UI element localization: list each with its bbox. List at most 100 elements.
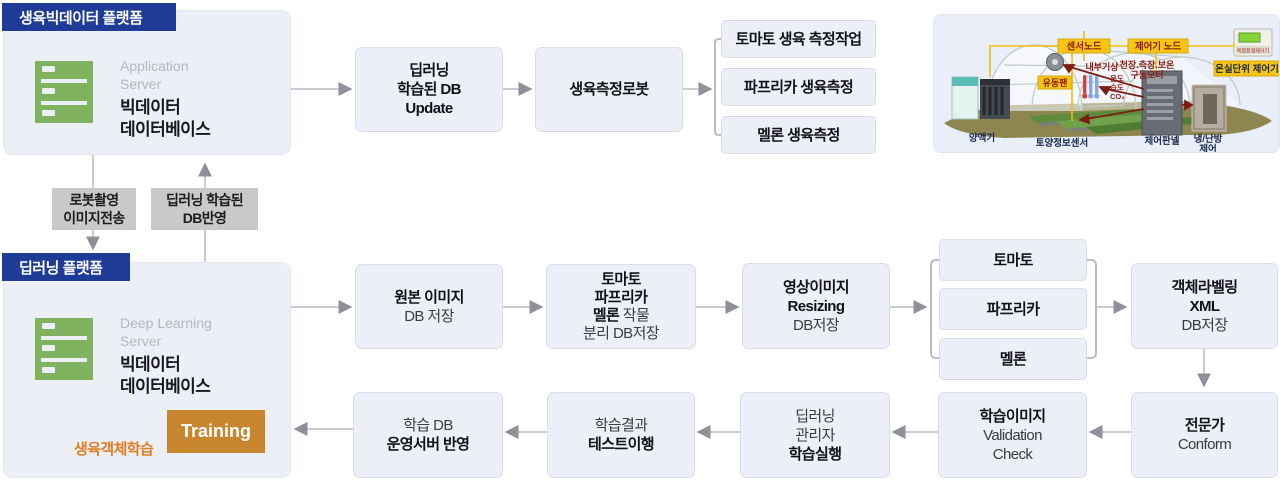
flow-box-measure-paprika: 파프리카 생육측정: [721, 68, 876, 106]
text-line: 멜론 작물: [592, 306, 650, 325]
bracket-measure-boxes: [714, 38, 721, 136]
text-line: Update: [405, 100, 453, 117]
server-name-label: 빅데이터 데이터베이스: [120, 98, 211, 139]
bigdata-platform-title: 생육빅데이터 플랫폼: [19, 9, 143, 27]
text-line: 파프리카 생육측정: [743, 78, 854, 96]
text-line: 토마토: [993, 251, 1033, 269]
text-line: Conform: [1177, 436, 1232, 453]
motor-label-line2: 구동모터: [1130, 69, 1163, 80]
controller-node-label-box: [1127, 38, 1189, 54]
flow-box-resizing: 영상이미지 Resizing DB저장: [742, 263, 890, 349]
indoor-weather-label: 내부기상: [1085, 61, 1119, 72]
training-box: Training: [167, 410, 265, 453]
greenhouse-labels: 센서노드 제어기 노드 온실단위 제어기 유동팬 내부기상 천장.측장.보온 구…: [969, 38, 1279, 153]
motor-label-line1: 천장.측장.보온: [1120, 59, 1175, 70]
flow-box-measure-melon: 멜론 생육측정: [721, 116, 876, 154]
text-line: 학습실행: [788, 445, 842, 463]
hvac-label-line2: 제어: [1199, 143, 1216, 153]
text-line: 영상이미지: [782, 278, 850, 296]
text-line: 운영서버 반영: [386, 436, 470, 453]
text-line: 멜론: [999, 350, 1027, 368]
text-line: 생육측정로봇: [569, 81, 649, 98]
server-icon: [35, 318, 93, 380]
text-line: XML: [1189, 297, 1220, 315]
server-type-label: Deep Learning Server: [120, 315, 212, 349]
humidity-label: 습도: [1110, 82, 1124, 92]
flow-box-crop-tomato: 토마토: [939, 239, 1087, 281]
server-icon: [35, 61, 93, 123]
fan-label: 유동팬: [1043, 77, 1068, 88]
flow-box-object-labeling: 객체라벨링 XML DB저장: [1131, 263, 1278, 349]
text-line: Resizing: [787, 297, 845, 315]
greenhouse-illustration: 복합환경제어기 센서노드: [944, 28, 1279, 153]
nutrient-label: 양액기: [969, 132, 995, 144]
text-line: 테스트이행: [587, 436, 655, 453]
hvac-photo: [1191, 84, 1227, 132]
text-line: 딥러닝: [409, 62, 449, 79]
bracket-crops-left: [930, 259, 939, 359]
server-name-label: 빅데이터 데이터베이스: [120, 355, 211, 396]
control-panel-cabinet: [1141, 70, 1183, 136]
text-line: 전문가: [1184, 417, 1225, 434]
sensor-node-label: 센서노드: [1067, 41, 1102, 53]
unit-controller-label: 온실단위 제어기: [1215, 63, 1279, 75]
text-line: DB저장: [1181, 316, 1228, 334]
text-line: 파프리카: [986, 300, 1040, 318]
flow-box-deploy-db: 학습 DB 운영서버 반영: [353, 392, 503, 478]
server-type-label: Application Server: [120, 58, 189, 92]
flow-box-dl-db-update: 딥러닝 학습된 DB Update: [355, 47, 503, 132]
text-line: DB저장: [792, 316, 840, 334]
fan-label-box: [1037, 75, 1073, 90]
bracket-crops-right: [1087, 259, 1097, 359]
temp-label: 온도: [1110, 74, 1124, 83]
flow-box-original-image: 원본 이미지 DB 저장: [355, 264, 503, 349]
flow-box-measure-robot: 생육측정로봇: [535, 47, 683, 132]
flow-box-measure-tomato: 토마토 생육 측정작업: [721, 20, 876, 58]
text-line: Validation: [983, 426, 1042, 444]
text-line: 파프리카: [594, 288, 648, 306]
bigdata-server-text: Application Server 빅데이터 데이터베이스: [120, 57, 211, 141]
deep-learning-platform-header: 딥러닝 플랫폼: [2, 253, 130, 281]
nutrient-machine: [951, 76, 1010, 120]
gray-flow-arrows: [86, 82, 1211, 439]
text-line: 객체라벨링: [1171, 278, 1238, 296]
label-db-apply: 딥러닝 학습된 DB반영: [151, 188, 258, 230]
text-line: 학습된 DB: [397, 81, 461, 98]
flow-box-test-run: 학습결과 테스트이행: [547, 392, 695, 478]
controller-node-label: 제어기 노드: [1135, 41, 1182, 53]
text-line: 학습결과: [594, 417, 648, 434]
device-caption: 복합환경제어기: [1237, 48, 1269, 55]
text-line: 딥러닝: [795, 407, 835, 425]
flow-box-crop-paprika: 파프리카: [939, 288, 1087, 330]
deep-learning-server-text: Deep Learning Server 빅데이터 데이터베이스: [120, 314, 212, 398]
text-segment: 멜론: [592, 306, 620, 324]
text-line: 분리 DB저장: [582, 324, 660, 342]
flow-box-crop-melon: 멜론: [939, 338, 1087, 380]
text-line: 학습 DB: [403, 417, 453, 434]
text-segment: 작물: [619, 306, 650, 324]
growth-object-learning-label: 생육객체학습: [74, 441, 154, 458]
unit-controller-device: 복합환경제어기: [1233, 28, 1273, 57]
unit-controller-label-box: [1213, 60, 1279, 77]
thermometer-icons: [1082, 75, 1100, 99]
hvac-label-line1: 냉/난방: [1194, 133, 1223, 145]
text-line: 원본 이미지: [394, 288, 464, 306]
sensor-node-label-box: [1057, 38, 1111, 54]
label-robot-image-transfer: 로봇촬영 이미지전송: [52, 188, 136, 230]
text-line: 관리자: [795, 426, 835, 444]
control-panel-label: 제어판넬: [1145, 135, 1180, 147]
flow-box-expert-conform: 전문가 Conform: [1131, 392, 1278, 478]
text-line: Check: [992, 445, 1033, 463]
flow-box-training-run: 딥러닝 관리자 학습실행: [740, 392, 890, 478]
text-line: 토마토: [601, 270, 641, 288]
text-line: 멜론 생육측정: [757, 126, 840, 144]
flow-box-crop-split: 토마토 파프리카 멜론 작물 분리 DB저장: [546, 264, 696, 349]
text-line: 학습이미지: [979, 407, 1046, 425]
text-line: 토마토 생육 측정작업: [735, 30, 863, 48]
soil-sensor-label: 토양정보센서: [1036, 137, 1088, 149]
text-line: DB 저장: [404, 307, 454, 325]
group-brackets: [714, 38, 1097, 359]
control-arrows: [1062, 64, 1194, 125]
circulation-fan-icon: [1046, 53, 1064, 71]
